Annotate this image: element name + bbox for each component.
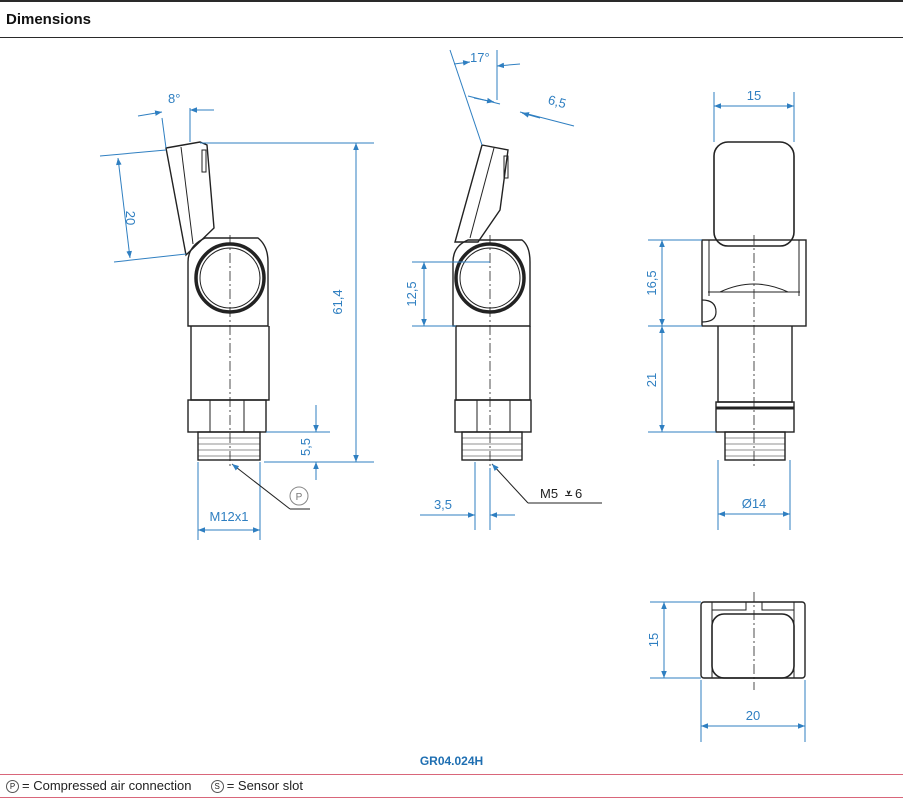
port-p-symbol: P: [296, 492, 303, 503]
section-title: Dimensions: [6, 11, 92, 28]
view-front: [701, 141, 807, 468]
legend-s-symbol: S: [210, 780, 224, 794]
view-side-middle: [452, 144, 532, 468]
dim-angle-17: 17°: [470, 50, 490, 65]
dimensions-view-front: [648, 92, 795, 530]
legend-s-text: = Sensor slot: [226, 778, 303, 793]
dim-dia-14: Ø14: [742, 496, 767, 511]
dim-angle-8: 8°: [168, 91, 180, 106]
depth-symbol: ⩡: [565, 486, 573, 501]
drawing-code: GR04.024H: [419, 754, 484, 768]
legend-p-text: = Compressed air connection: [22, 778, 192, 793]
dim-6-5: 6,5: [546, 92, 567, 111]
legend: P= Compressed air connection S= Sensor s…: [0, 774, 903, 798]
legend-p-symbol: P: [6, 780, 19, 794]
dim-20-width: 20: [746, 708, 760, 723]
dim-16-5: 16,5: [644, 270, 659, 295]
dimensions-view-middle: [412, 49, 602, 530]
dim-5-5: 5,5: [298, 438, 313, 456]
dim-m5-depth: 6: [575, 486, 582, 501]
dim-15-height: 15: [646, 633, 661, 647]
dim-labels-front: 15 16,5 21 Ø14: [644, 88, 766, 511]
dim-labels-top: 15 20: [646, 633, 760, 723]
dim-20: 20: [123, 211, 138, 225]
dim-15-top: 15: [747, 88, 761, 103]
dim-labels-middle: 17° 6,5 12,5 3,5 M5 ⩡ 6: [404, 50, 582, 512]
dim-3-5: 3,5: [434, 497, 452, 512]
dimensions-view-top: [650, 601, 806, 742]
section-header: Dimensions: [0, 0, 903, 38]
dimensions-view-left: [99, 107, 374, 540]
dim-m12x1: M12x1: [209, 509, 248, 524]
technical-drawing: 8° 20 61,4 5,5 M12x1 P: [99, 49, 807, 742]
dim-61-4: 61,4: [330, 289, 345, 314]
view-side-left: [165, 141, 270, 468]
dim-12-5: 12,5: [404, 281, 419, 306]
dim-21: 21: [644, 373, 659, 387]
dim-labels-left: 8° 20 61,4 5,5 M12x1 P: [123, 91, 345, 524]
view-top: [700, 592, 806, 690]
dim-m5-thread: M5: [540, 486, 558, 501]
